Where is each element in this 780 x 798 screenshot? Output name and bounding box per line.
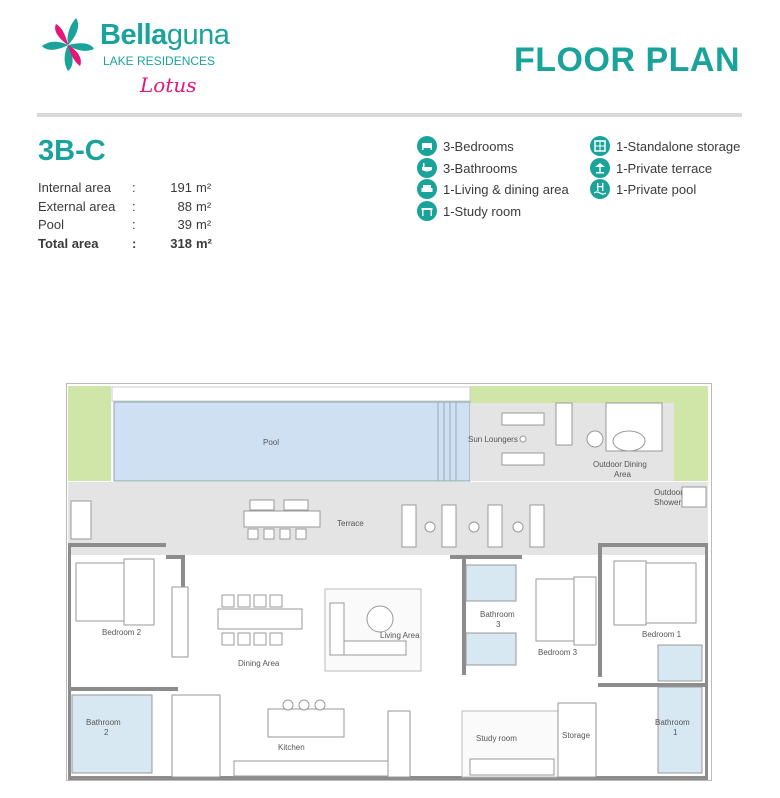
lawn-right bbox=[674, 386, 708, 481]
brand-subtitle: LAKE RESIDENCES bbox=[103, 54, 216, 68]
terrace-icon bbox=[590, 158, 610, 178]
header-divider bbox=[37, 113, 742, 117]
label-bathroom-3a: Bathroom bbox=[480, 610, 515, 619]
floor-plan: Pool Sun Loungers Outdoor Dining Area Te… bbox=[66, 383, 712, 781]
brand-logo-icon bbox=[42, 18, 94, 71]
label-bedroom-3: Bedroom 3 bbox=[538, 648, 578, 657]
feature-storage: 1-Standalone storage bbox=[590, 136, 740, 156]
feature-bathrooms: 3-Bathrooms bbox=[417, 158, 517, 178]
bathtub-icon bbox=[417, 158, 437, 178]
feature-terrace: 1-Private terrace bbox=[590, 158, 712, 178]
page-title: FLOOR PLAN bbox=[514, 41, 740, 79]
label-study-room: Study room bbox=[476, 734, 517, 743]
storage-icon bbox=[590, 136, 610, 156]
lawn-left bbox=[68, 386, 111, 481]
pool-icon bbox=[590, 179, 610, 199]
label-living-area: Living Area bbox=[380, 631, 420, 640]
label-bedroom-2: Bedroom 2 bbox=[102, 628, 142, 637]
label-bathroom-2a: Bathroom bbox=[86, 718, 121, 727]
label-outdoor-shower-1: Outdoor bbox=[654, 488, 683, 497]
label-outdoor-dining-2: Area bbox=[614, 470, 631, 479]
label-outdoor-shower-2: Shower bbox=[654, 498, 681, 507]
label-pool: Pool bbox=[263, 438, 279, 447]
unit-code: 3B-C bbox=[38, 135, 106, 167]
feature-pool: 1-Private pool bbox=[590, 179, 696, 199]
label-bathroom-2b: 2 bbox=[104, 728, 109, 737]
label-sun-loungers: Sun Loungers bbox=[468, 435, 518, 444]
label-bathroom-3b: 3 bbox=[496, 620, 501, 629]
label-bedroom-1: Bedroom 1 bbox=[642, 630, 682, 639]
desk-icon bbox=[417, 201, 437, 221]
pool-area bbox=[113, 401, 471, 482]
label-bathroom-1a: Bathroom bbox=[655, 718, 690, 727]
label-dining-area: Dining Area bbox=[238, 659, 280, 668]
label-outdoor-dining-1: Outdoor Dining bbox=[593, 460, 647, 469]
label-storage: Storage bbox=[562, 731, 591, 740]
feature-living-dining: 1-Living & dining area bbox=[417, 179, 569, 199]
brand-script: Lotus bbox=[140, 73, 197, 97]
brand-name: Bellaguna bbox=[100, 19, 230, 51]
terrace-area bbox=[68, 482, 708, 555]
lawn-right-top bbox=[470, 386, 708, 403]
label-bathroom-1b: 1 bbox=[673, 728, 678, 737]
bed-icon bbox=[417, 136, 437, 156]
feature-study: 1-Study room bbox=[417, 201, 521, 221]
label-terrace: Terrace bbox=[337, 519, 364, 528]
feature-bedrooms: 3-Bedrooms bbox=[417, 136, 514, 156]
sofa-icon bbox=[417, 179, 437, 199]
label-kitchen: Kitchen bbox=[278, 743, 305, 752]
